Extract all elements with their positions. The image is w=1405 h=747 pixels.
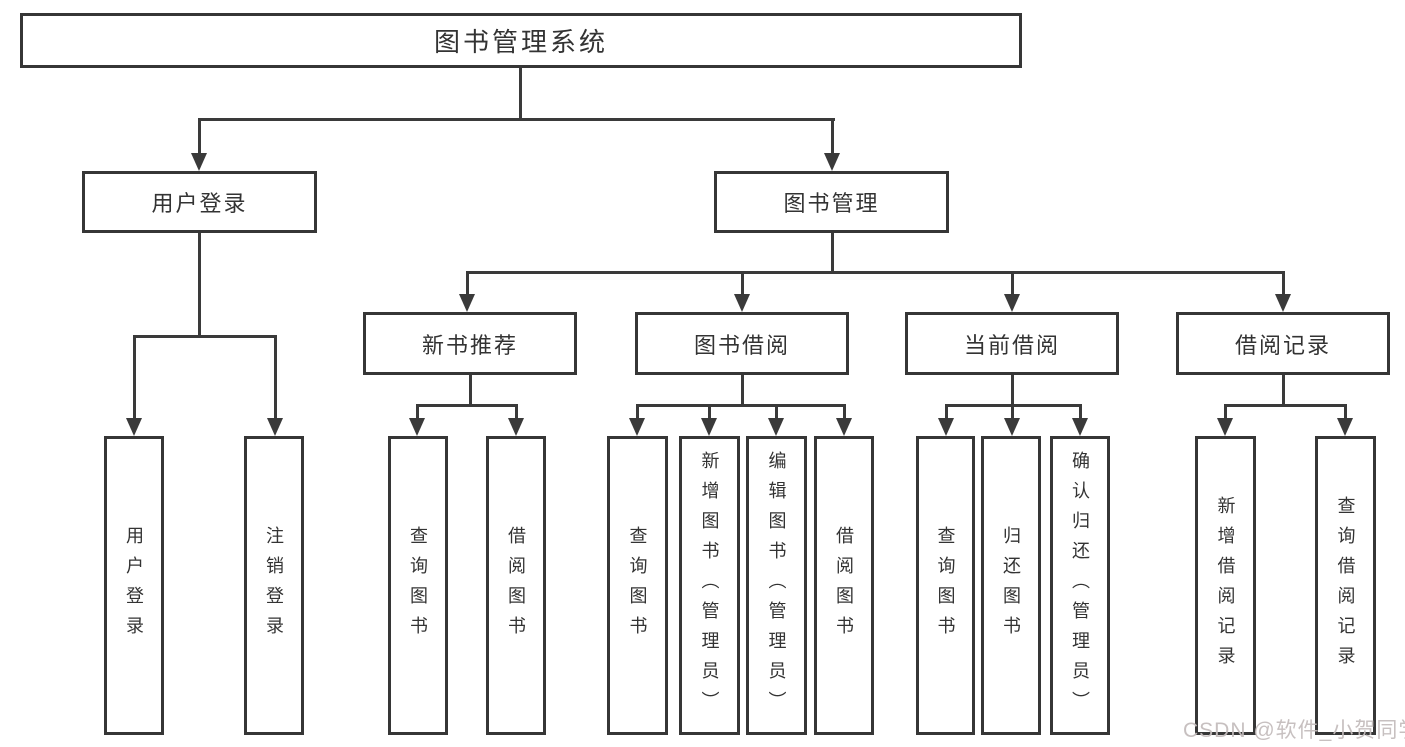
arrow-down-icon: [1275, 294, 1291, 312]
node-confirm-return-admin: 确认归还（管理员）: [1050, 436, 1110, 735]
node-label: 确认归还（管理员）: [1070, 450, 1090, 721]
connector-line: [274, 335, 277, 422]
node-book-borrowing: 图书借阅: [635, 312, 849, 375]
arrow-down-icon: [938, 418, 954, 436]
arrow-down-icon: [191, 153, 207, 171]
node-label: 用户登录: [151, 191, 248, 216]
connector-line: [1282, 271, 1285, 296]
connector-line: [198, 118, 201, 157]
connector-line: [519, 68, 522, 120]
arrow-down-icon: [768, 418, 784, 436]
arrow-down-icon: [409, 418, 425, 436]
arrow-down-icon: [734, 294, 750, 312]
node-borrow-books-borrowing: 借阅图书: [814, 436, 874, 735]
connector-line: [1344, 404, 1347, 420]
node-label: 新增借阅记录: [1215, 495, 1236, 676]
node-label: 新增图书（管理员）: [699, 450, 720, 721]
connector-line: [843, 404, 846, 420]
node-label: 查询借阅记录: [1335, 495, 1356, 676]
node-library-management-system: 图书管理系统: [20, 13, 1022, 68]
connector-line: [198, 233, 201, 337]
node-label: 查询图书: [627, 525, 648, 646]
arrow-down-icon: [701, 418, 717, 436]
arrow-down-icon: [1004, 418, 1020, 436]
arrow-down-icon: [824, 153, 840, 171]
connector-line: [198, 118, 835, 121]
connector-line: [831, 118, 834, 157]
connector-line: [466, 271, 469, 296]
arrow-down-icon: [1004, 294, 1020, 312]
connector-line: [133, 335, 136, 422]
arrow-down-icon: [836, 418, 852, 436]
node-label: 图书借阅: [693, 332, 790, 358]
connector-line: [1079, 404, 1082, 420]
node-label: 用户登录: [124, 525, 144, 646]
node-query-borrow-record: 查询借阅记录: [1315, 436, 1376, 735]
connector-line: [1011, 271, 1014, 296]
node-label: 查询图书: [408, 525, 428, 646]
node-edit-books-admin: 编辑图书（管理员）: [746, 436, 807, 735]
csdn-watermark: CSDN @软件_小贺同学: [1183, 719, 1405, 742]
connector-line: [708, 404, 711, 420]
connector-line: [831, 233, 834, 273]
node-new-book-recommendation: 新书推荐: [363, 312, 577, 375]
node-label: 当前借阅: [963, 332, 1060, 358]
arrow-down-icon: [459, 294, 475, 312]
node-label: 借阅图书: [506, 525, 526, 646]
connector-line: [945, 404, 948, 420]
connector-line: [1011, 404, 1014, 420]
arrow-down-icon: [508, 418, 524, 436]
connector-line: [1224, 404, 1227, 420]
node-query-books-borrowing: 查询图书: [607, 436, 668, 735]
connector-line: [515, 404, 518, 420]
arrow-down-icon: [1217, 418, 1233, 436]
arrow-down-icon: [1337, 418, 1353, 436]
node-label: 注销登录: [264, 525, 284, 646]
connector-line: [741, 271, 744, 296]
node-add-borrow-record: 新增借阅记录: [1195, 436, 1256, 735]
connector-line: [416, 404, 518, 407]
connector-line: [741, 375, 744, 406]
node-label: 借阅图书: [834, 525, 854, 646]
arrow-down-icon: [126, 418, 142, 436]
node-label: 查询图书: [935, 525, 956, 646]
node-borrowing-records: 借阅记录: [1176, 312, 1390, 375]
node-label: 编辑图书（管理员）: [766, 450, 787, 721]
node-return-books: 归还图书: [981, 436, 1041, 735]
node-borrow-books-recommend: 借阅图书: [486, 436, 546, 735]
node-label: 归还图书: [1001, 525, 1021, 646]
node-label: 图书管理: [783, 191, 880, 216]
connector-line: [1282, 375, 1285, 406]
connector-line: [416, 404, 419, 420]
node-query-books-current: 查询图书: [916, 436, 975, 735]
connector-line: [636, 404, 846, 407]
connector-line: [636, 404, 639, 420]
node-add-books-admin: 新增图书（管理员）: [679, 436, 740, 735]
connector-line: [775, 404, 778, 420]
arrow-down-icon: [267, 418, 283, 436]
node-query-books-recommend: 查询图书: [388, 436, 448, 735]
node-book-management: 图书管理: [714, 171, 949, 233]
node-label: 新书推荐: [421, 332, 518, 358]
node-label: 图书管理系统: [433, 27, 608, 57]
connector-line: [133, 335, 277, 338]
node-user-login: 用户登录: [82, 171, 317, 233]
connector-line: [466, 271, 1285, 274]
node-user-login-leaf: 用户登录: [104, 436, 164, 735]
arrow-down-icon: [1072, 418, 1088, 436]
node-current-borrowing: 当前借阅: [905, 312, 1119, 375]
connector-line: [1224, 404, 1346, 407]
arrow-down-icon: [629, 418, 645, 436]
connector-line: [469, 375, 472, 406]
node-logout: 注销登录: [244, 436, 304, 735]
connector-line: [1011, 375, 1014, 406]
node-label: 借阅记录: [1234, 332, 1331, 358]
